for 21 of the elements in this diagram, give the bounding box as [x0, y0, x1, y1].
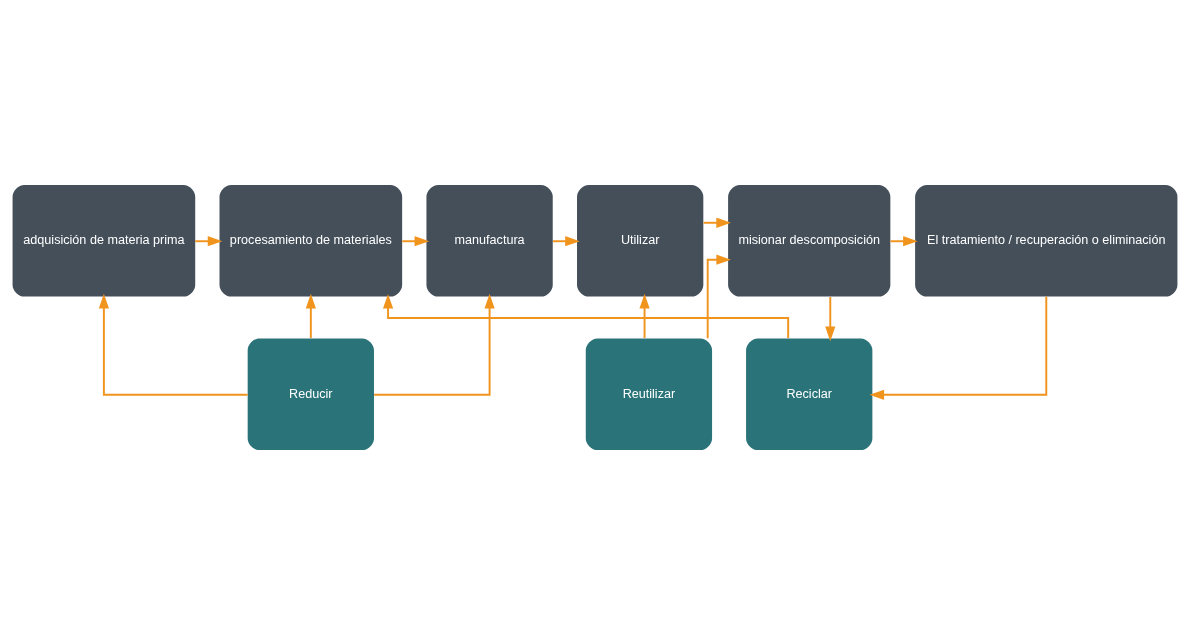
- node-box: procesamiento de materiales: [219, 184, 403, 297]
- arrow: [825, 295, 836, 341]
- arrow: [194, 235, 223, 246]
- arrow: [373, 293, 495, 396]
- node-box: Utilizar: [577, 184, 704, 297]
- node-box: Reciclar: [746, 337, 873, 450]
- arrow: [889, 235, 918, 246]
- node-box: manufactura: [426, 184, 553, 297]
- arrow: [98, 293, 249, 396]
- arrow: [639, 293, 650, 339]
- arrow: [552, 235, 580, 246]
- node-box: Reutilizar: [585, 337, 713, 450]
- arrow: [305, 293, 316, 339]
- node-box: adquisición de materia prima: [12, 184, 196, 297]
- node-box: El tratamiento / recuperación o eliminación: [915, 184, 1178, 297]
- node-box: misionar descomposición: [728, 184, 891, 297]
- arrow: [401, 235, 430, 246]
- arrow: [869, 295, 1048, 400]
- node-box: Reducir: [247, 337, 374, 450]
- arrow: [382, 293, 790, 339]
- arrow: [706, 254, 731, 339]
